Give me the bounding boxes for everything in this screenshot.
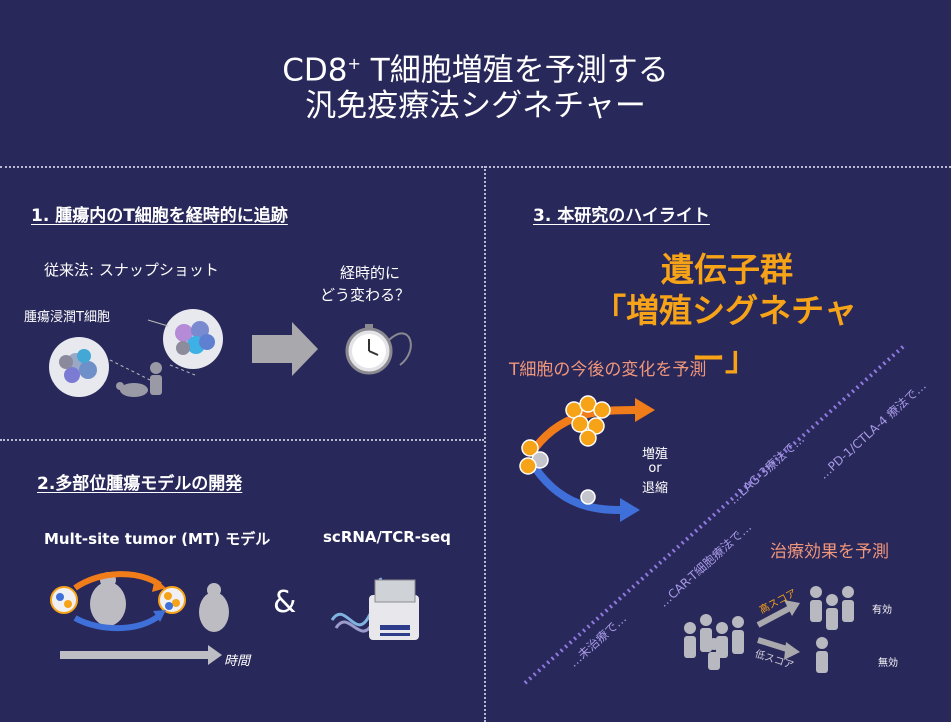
predict-effect-label: 治療効果を予測 [770,542,889,562]
question-line-1: 経時的に [340,264,401,282]
t-cell-regressed [580,489,596,505]
nonresponder-icon [816,637,828,673]
patient-group-icon [684,614,744,670]
section3-heading: 3. 本研究のハイライト [533,206,710,226]
mt-model-label: Mult-site tumor (MT) モデル [44,530,271,548]
title-line-2: 汎免疫療法シグネチャー [305,88,646,124]
tumor-left-illustration [49,337,109,397]
mouse-left-icon [50,572,126,626]
predict-future-label: T細胞の今後の変化を予測 [509,360,707,380]
scrna-tcr-seq-label: scRNA/TCR-seq [323,528,451,546]
regression-arrow [526,457,626,514]
low-score-arrow [757,637,791,653]
title-line-1: CD8+ T細胞増殖を予測する [282,52,669,89]
stopwatch-icon [345,324,412,375]
t-cell-cluster-left [519,439,549,475]
mouse-right-icon [158,583,229,632]
conventional-method-label: 従来法: スナップショット [44,261,219,279]
til-label: 腫瘍浸潤T細胞 [24,310,110,325]
section1-heading: 1. 腫瘍内のT細胞を経時的に追跡 [31,206,288,226]
vertical-divider [484,166,486,722]
question-line-2: どう変わる？ [320,286,411,304]
tumor-right-illustration [163,309,223,369]
mouse-icon [116,382,148,397]
high-score-arrow [756,605,792,628]
effective-label: 有効 [872,605,892,616]
section2-heading: 2.多部位腫瘍モデルの開発 [37,474,243,494]
orange-track-arrow [73,571,162,591]
researcher-icon [150,362,162,395]
big-gray-arrow [252,322,318,376]
outcome-or: or [648,461,662,476]
sequencer-icon [369,579,419,640]
highlight-line-1: 遺伝子群 [661,250,793,289]
responder-group-icon [810,586,854,630]
t-cell-cluster-expanded [565,395,611,447]
outcome-regress: 退縮 [641,481,668,496]
ineffective-label: 無効 [878,658,898,669]
ampersand: & [273,585,297,620]
time-label: 時間 [224,654,251,669]
left-divider [0,439,484,441]
top-divider [0,166,951,168]
highlight-line-2: 「増殖シグネチャー」 [593,291,857,378]
blue-track-arrow [73,612,162,632]
outcome-grow: 増殖 [641,447,668,462]
diagonal-dotted-line [523,343,907,685]
